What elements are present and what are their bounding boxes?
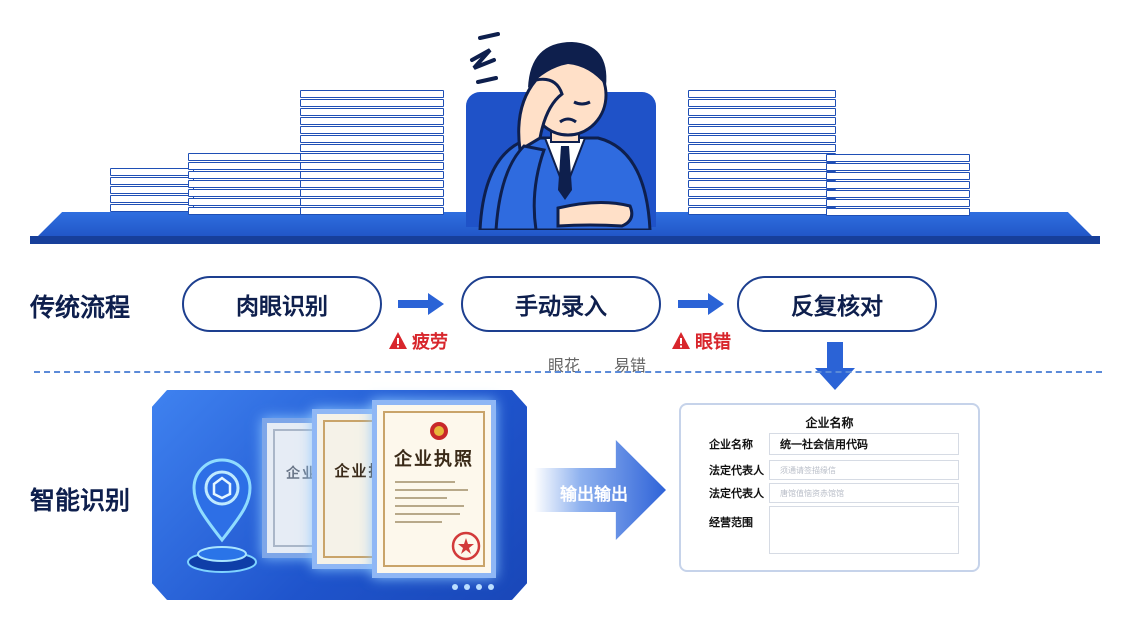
paper-stack xyxy=(188,153,306,216)
placeholder-text: 唐馆值恼资赤馆馆 xyxy=(780,488,844,498)
form-value-field[interactable]: 统一社会信用代码 xyxy=(769,433,959,455)
smart-recognition-label: 智能识别 xyxy=(30,486,131,515)
arrow-right-icon xyxy=(398,293,444,315)
form-label: 企业名称 xyxy=(709,438,753,451)
panel-indicator-dots xyxy=(452,584,494,590)
license-body-lines xyxy=(395,475,481,529)
form-label: 经营范围 xyxy=(709,516,753,529)
output-arrow-label: 输出输出 xyxy=(560,485,628,505)
step-repeated-check: 反复核对 xyxy=(737,276,937,332)
warning-fatigue-text: 疲劳 xyxy=(412,332,448,353)
warning-eye-error-text: 眼错 xyxy=(695,332,731,353)
section-divider xyxy=(34,371,1102,373)
form-title: 企业名称 xyxy=(805,416,854,430)
paper-stack xyxy=(110,168,194,213)
warning-icon xyxy=(389,332,407,349)
arrow-down-icon xyxy=(815,342,855,390)
step-visual-recognition: 肉眼识别 xyxy=(182,276,382,332)
arrow-right-icon xyxy=(678,293,724,315)
license-title-middle: 企业执 xyxy=(334,462,386,480)
note-blurry-vision: 眼花 xyxy=(548,356,581,375)
license-title-back: 企业 xyxy=(286,466,318,482)
license-title-front: 企业执照 xyxy=(394,449,474,470)
paper-stack xyxy=(300,90,444,216)
scan-location-icon xyxy=(187,458,257,573)
form-row-business-scope: 经营范围 xyxy=(697,506,959,554)
form-value-field[interactable]: 唐馆值恼资赤馆馆 xyxy=(769,483,959,503)
note-error-prone: 易错 xyxy=(614,356,647,375)
output-form xyxy=(679,403,980,572)
warning-eye-error: 眼错 xyxy=(671,328,731,354)
form-label: 法定代表人 xyxy=(709,464,764,477)
paper-stack xyxy=(688,90,836,216)
national-emblem-icon xyxy=(430,422,448,440)
placeholder-text: 须通请签描缘信 xyxy=(780,465,836,475)
tired-worker-illustration xyxy=(470,32,652,230)
form-value-field[interactable]: 须通请签描缘信 xyxy=(769,460,959,480)
paper-stack xyxy=(826,154,970,217)
desk-edge xyxy=(30,236,1100,244)
form-row-company-name: 企业名称 统一社会信用代码 xyxy=(697,433,959,455)
traditional-process-label: 传统流程 xyxy=(30,293,131,322)
warning-fatigue: 疲劳 xyxy=(388,328,448,354)
form-row-legal-rep-2: 法定代表人 唐馆值恼资赤馆馆 xyxy=(697,483,959,503)
step-manual-entry: 手动录入 xyxy=(461,276,661,332)
form-row-legal-rep: 法定代表人 须通请签描缘信 xyxy=(697,460,959,480)
warning-icon xyxy=(672,332,690,349)
form-value-field[interactable] xyxy=(769,506,959,554)
business-license-front: 企业执照 xyxy=(372,400,496,578)
official-seal-icon xyxy=(451,531,481,561)
form-label: 法定代表人 xyxy=(709,487,764,500)
